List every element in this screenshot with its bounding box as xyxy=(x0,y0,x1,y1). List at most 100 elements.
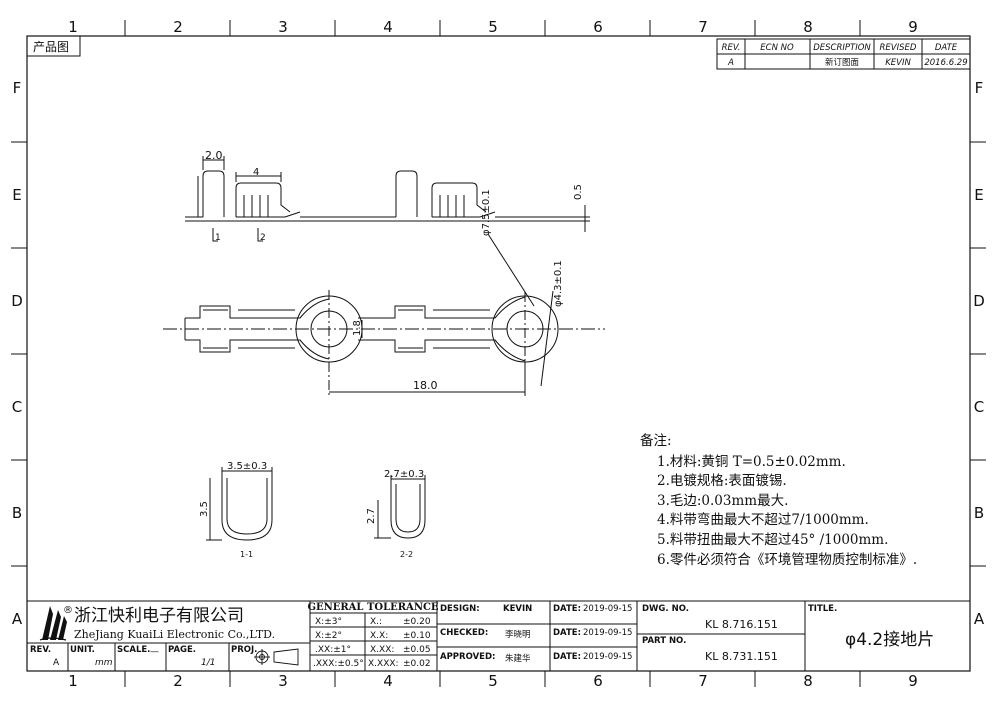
grid-ticks xyxy=(11,20,986,687)
section-ref-1: 1 xyxy=(215,233,221,243)
rev-cell: 新订图面 xyxy=(825,57,860,68)
tolerance-linear-value: ±0.05 xyxy=(403,645,431,655)
grid-col-label: 9 xyxy=(908,18,918,36)
grid-row-label: D xyxy=(11,292,23,310)
unit-value: mm xyxy=(95,658,113,668)
note-item: 4.料带弯曲最大不超过7/1000mm. xyxy=(657,512,869,529)
dwg-label: DWG. NO. xyxy=(642,604,689,614)
date-value: 2019-09-15 xyxy=(583,628,632,638)
dim-pitch: 18.0 xyxy=(413,379,438,392)
rev-header: REV. xyxy=(722,43,741,53)
grid-col-label: 9 xyxy=(908,672,918,690)
date-label: DATE: xyxy=(553,604,581,614)
note-item: 1.材料:黄铜 T=0.5±0.02mm. xyxy=(657,453,846,470)
sec2-name: 2-2 xyxy=(400,550,413,559)
scale-value: — xyxy=(150,647,159,657)
grid-col-label: 8 xyxy=(803,18,813,36)
tolerance-linear-value: ±0.20 xyxy=(403,617,431,627)
tolerance-linear-label: X.: xyxy=(370,617,382,627)
title-value: φ4.2接地片 xyxy=(845,630,934,650)
registered-mark: ® xyxy=(63,605,73,616)
grid-col-label: 2 xyxy=(173,672,183,690)
note-item: 5.料带扭曲最大不超过45° /1000mm. xyxy=(657,531,889,548)
dim-side-height: 2.0 xyxy=(205,149,223,162)
grid-row-label: E xyxy=(974,186,983,204)
grid-row-label: C xyxy=(974,398,984,416)
grid-col-label: 6 xyxy=(593,672,603,690)
tolerance-linear-label: X.XX: xyxy=(370,645,394,655)
date-value: 2019-09-15 xyxy=(583,604,632,614)
date-label: DATE: xyxy=(553,652,581,662)
sec1-name: 1-1 xyxy=(240,550,253,559)
note-item: 3.毛边:0.03mm最大. xyxy=(657,492,789,509)
grid-col-label: 3 xyxy=(278,672,288,690)
tolerance-linear-value: ±0.02 xyxy=(403,659,431,669)
date-value: 2019-09-15 xyxy=(583,652,632,662)
company-name-cn: 浙江快利电子有限公司 xyxy=(74,606,244,626)
grid-col-label: 8 xyxy=(803,672,813,690)
tolerance-angle: X:±3° xyxy=(315,617,342,627)
grid-col-label: 1 xyxy=(68,672,78,690)
grid-col-label: 2 xyxy=(173,18,183,36)
rev-value: A xyxy=(53,658,60,668)
grid-col-label: 7 xyxy=(698,672,708,690)
notes-block: 备注: 1.材料:黄铜 T=0.5±0.02mm. 2.电镀规格:表面镀锡. 3… xyxy=(640,432,980,570)
approved-label: APPROVED: xyxy=(440,652,495,662)
dim-outer-dia: φ7.5±0.1 xyxy=(481,189,492,236)
grid-col-label: 4 xyxy=(383,672,393,690)
unit-label: UNIT. xyxy=(70,645,95,655)
tolerance-linear-label: X.XXX: xyxy=(368,659,399,669)
top-view xyxy=(163,233,605,396)
grid-row-label: D xyxy=(973,292,985,310)
grid-col-label: 5 xyxy=(488,672,498,690)
design-label: DESIGN: xyxy=(440,604,480,614)
tolerance-angle: .XX:±1° xyxy=(315,645,351,655)
grid-row-label: E xyxy=(12,186,21,204)
dwg-value: KL 8.716.151 xyxy=(705,618,778,631)
grid-row-label: B xyxy=(974,504,984,522)
projection-symbol xyxy=(254,648,299,666)
corner-label: 产品图 xyxy=(33,40,69,54)
grid-col-label: 5 xyxy=(488,18,498,36)
part-value: KL 8.731.151 xyxy=(705,650,778,663)
tolerance-angle: .XXX:±0.5° xyxy=(313,659,364,669)
revision-table xyxy=(716,38,971,70)
rev-header: REVISED xyxy=(880,43,917,53)
page-label: PAGE. xyxy=(168,645,196,655)
rev-cell: KEVIN xyxy=(885,58,911,68)
rev-label: REV. xyxy=(30,645,51,655)
grid-row-label: F xyxy=(13,79,22,97)
tolerance-title: GENERAL TOLERANCE xyxy=(307,602,438,613)
grid-row-label: A xyxy=(974,610,985,628)
sec2-width: 2.7±0.3 xyxy=(384,469,424,480)
approved-value: 朱建华 xyxy=(505,653,531,664)
rev-header: ECN NO xyxy=(760,43,794,53)
dim-thickness: 0.5 xyxy=(573,184,584,200)
title-label: TITLE. xyxy=(808,604,837,614)
design-value: KEVIN xyxy=(503,604,532,614)
title-block xyxy=(26,600,971,672)
rev-cell: A xyxy=(727,58,734,68)
tolerance-linear-value: ±0.10 xyxy=(403,631,431,641)
sec2-height: 2.7 xyxy=(366,508,377,524)
grid-col-label: 3 xyxy=(278,18,288,36)
rev-cell: 2016.6.29 xyxy=(924,58,967,68)
proj-label: PROJ. xyxy=(231,645,257,655)
company-logo xyxy=(39,606,67,641)
rev-header: DATE xyxy=(935,43,958,53)
tolerance-angle: X:±2° xyxy=(315,631,342,641)
checked-label: CHECKED: xyxy=(440,628,488,638)
page-value: 1/1 xyxy=(201,658,215,668)
grid-row-label: C xyxy=(12,398,22,416)
side-view xyxy=(185,156,590,242)
note-item: 6.零件必须符合《环境管理物质控制标准》. xyxy=(657,551,918,568)
dim-neck: 1.8 xyxy=(352,320,363,336)
dim-side-pitch: 4 xyxy=(253,167,259,178)
section-2-2 xyxy=(374,475,426,539)
sec1-height: 3.5 xyxy=(199,501,210,517)
drawing-frame xyxy=(26,35,971,672)
company-name-en: ZheJiang KuaiLi Electronic Co.,LTD. xyxy=(74,628,275,641)
checked-value: 李晓明 xyxy=(505,629,531,640)
